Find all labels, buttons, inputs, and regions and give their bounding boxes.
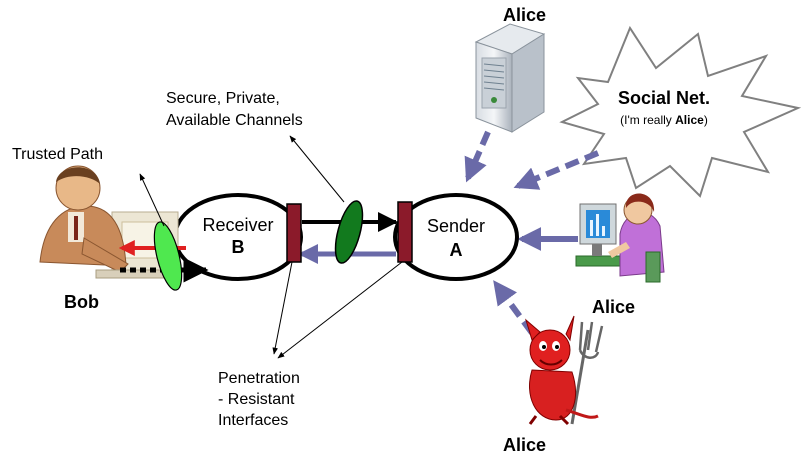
server-icon: [474, 23, 546, 133]
receiver-name: Receiver: [202, 215, 274, 235]
receiver-label: Receiver B: [176, 214, 300, 258]
trusted-path-label: Trusted Path: [12, 146, 104, 163]
alice-server-label: Alice: [503, 5, 547, 25]
social-net-sub-name: Alice: [675, 113, 704, 127]
trusted-path-marker: [153, 221, 183, 291]
sender-letter: A: [449, 240, 463, 260]
social-net-title: Social Net.: [617, 88, 711, 108]
channels-label-line1: Secure, Private,: [166, 90, 280, 107]
social-net-sub-suffix: ): [703, 113, 708, 127]
receiver-interface: [286, 203, 302, 263]
social-net-label: Social Net. (I'm really Alice): [612, 88, 716, 127]
alice-user-label: Alice: [592, 297, 636, 317]
secure-channel-marker: [334, 200, 364, 264]
bob-label: Bob: [64, 292, 99, 312]
channels-pointer: [289, 135, 345, 203]
server-to-sender-arrow: [464, 130, 491, 183]
channels-label: Secure, Private, Available Channels: [166, 88, 303, 132]
penetration-label: Penetration - Resistant Interfaces: [218, 368, 300, 431]
devil-icon: [525, 315, 604, 426]
alice-computer-icon: [575, 193, 665, 283]
social-net-sub-prefix: (I'm really: [620, 113, 676, 127]
receiver-letter: B: [231, 237, 245, 257]
penetration-line1: Penetration: [218, 370, 300, 387]
sender-label: Sender A: [395, 214, 517, 262]
devil-to-sender-arrow: [493, 280, 535, 335]
socialnet-to-sender-arrow: [513, 150, 600, 190]
penetration-line2: - Resistant: [218, 391, 295, 408]
sender-name: Sender: [426, 216, 486, 236]
channels-label-line2: Available Channels: [166, 112, 303, 129]
interface-pointer-right: [277, 261, 403, 359]
interface-pointer-left: [272, 261, 293, 355]
sender-interface: [397, 201, 413, 263]
social-net-subtitle: (I'm really Alice): [612, 113, 716, 127]
bob-computer-icon: [39, 165, 179, 279]
trusted-path-pointer: [139, 173, 165, 227]
sender-node: [393, 193, 519, 281]
social-net-starburst: [559, 25, 802, 198]
penetration-line3: Interfaces: [218, 412, 289, 429]
alice-devil-label: Alice: [503, 435, 547, 455]
